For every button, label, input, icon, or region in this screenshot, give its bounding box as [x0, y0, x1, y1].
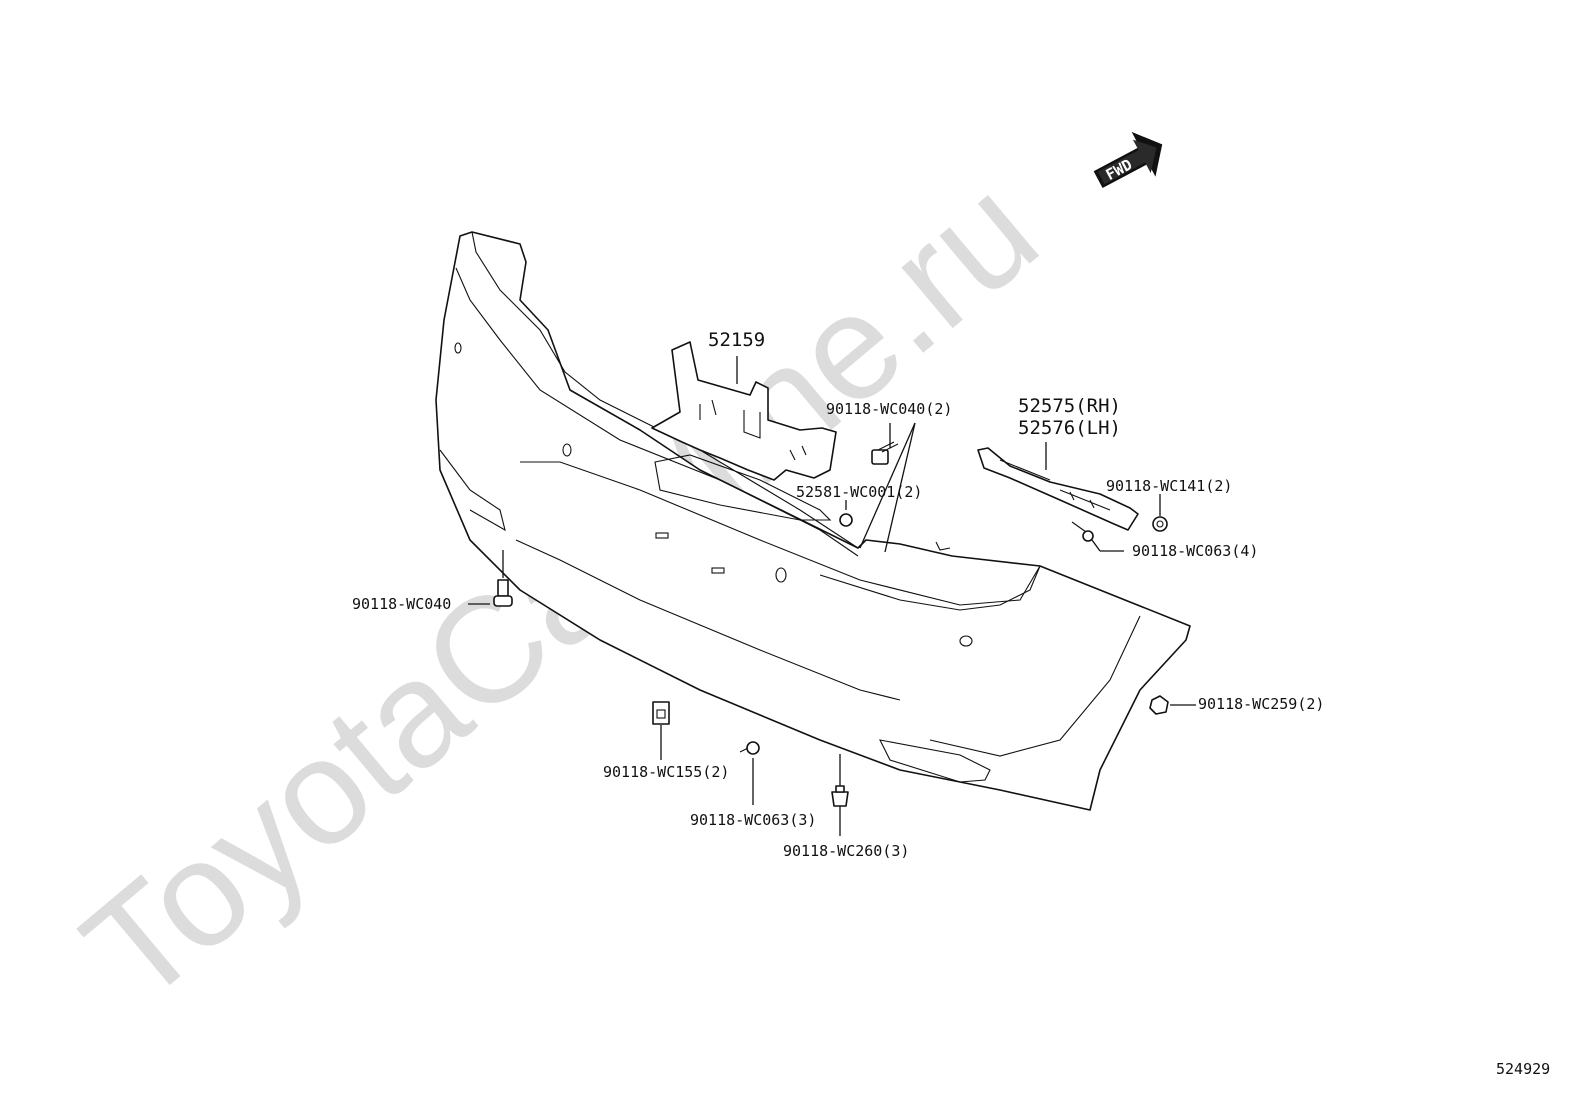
label-bolt-top: 90118-WC040(2)	[826, 400, 952, 418]
label-nut-155: 90118-WC155(2)	[603, 763, 729, 781]
bolt-left-icon	[493, 579, 513, 607]
rear-bumper-bracket	[651, 341, 837, 481]
plug-icon	[839, 513, 853, 527]
nut-155-icon	[652, 701, 670, 725]
label-clip-260: 90118-WC260(3)	[783, 842, 909, 860]
label-52159: 52159	[708, 329, 765, 351]
screw-063-4-icon	[1071, 521, 1094, 542]
clip-259-icon	[1149, 695, 1169, 715]
label-clip-259: 90118-WC259(2)	[1198, 695, 1324, 713]
fwd-arrow-icon: FWD	[1093, 131, 1163, 188]
side-retainer	[977, 447, 1139, 531]
bolt-top-icon	[871, 441, 899, 465]
label-bolt-left: 90118-WC040	[352, 595, 451, 613]
label-52575-rh: 52575(RH)	[1018, 395, 1121, 417]
clip-260-icon	[831, 785, 849, 807]
diagram-number: 524929	[1496, 1060, 1550, 1078]
label-52576-lh: 52576(LH)	[1018, 417, 1121, 439]
screw-063-3-icon	[739, 741, 760, 755]
rear-bumper-cover	[435, 231, 1191, 811]
clip-141-icon	[1152, 516, 1168, 532]
label-screw-063-3: 90118-WC063(3)	[690, 811, 816, 829]
label-screw-063-4: 90118-WC063(4)	[1132, 542, 1258, 560]
label-plug: 52581-WC001(2)	[796, 483, 922, 501]
label-clip-141: 90118-WC141(2)	[1106, 477, 1232, 495]
leader-lines	[468, 356, 1196, 836]
